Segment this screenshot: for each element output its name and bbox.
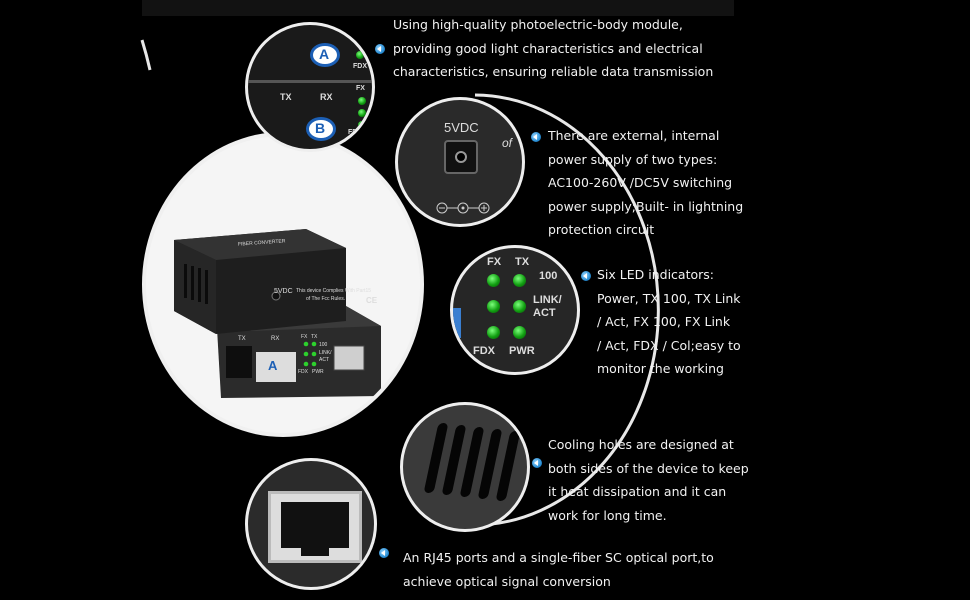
led-act-label: ACT: [533, 307, 556, 319]
bullet-module: [375, 44, 385, 54]
zoom-power-jack: 5VDC of: [395, 97, 525, 227]
badge-a-label: A: [319, 46, 330, 62]
module-led-3: [358, 109, 366, 117]
led-fdx: [487, 326, 500, 339]
module-fd-label: FD: [348, 129, 358, 136]
led-tx-label: TX: [515, 256, 530, 268]
main-product-circle: 5VDC This device Complies With Part15 of…: [142, 132, 424, 437]
led-pwr-label: PWR: [509, 345, 535, 357]
led-fdx-label: FDX: [473, 345, 495, 357]
feature-power-text: There are external, internal power suppl…: [548, 124, 743, 242]
feature-leds-line-2: Power, TX 100, TX Link: [597, 290, 741, 306]
device-tx-label: TX: [238, 336, 246, 342]
blue-edge: [453, 308, 461, 338]
feature-leds-line-3: / Act, FX 100, FX Link: [597, 314, 731, 329]
feature-module-line-1: Using high-quality photoelectric-body mo…: [393, 17, 683, 32]
power-of-label: of: [502, 136, 513, 150]
converter-device-illustration: [146, 136, 420, 433]
feature-module-line-2: providing good light characteristics and…: [393, 40, 703, 56]
feature-module-line-3: characteristics, ensuring reliable data …: [393, 64, 714, 79]
feature-cooling-line-1: Cooling holes are designed at: [548, 437, 734, 452]
badge-b-label: B: [315, 120, 326, 136]
module-led-1: [356, 51, 364, 59]
led-tx-link: [513, 300, 526, 313]
zoom-rj45-port: [245, 458, 377, 590]
device-fcc-text-2: of The Fcc Rules.: [306, 296, 346, 302]
device-link-label: LINK/: [319, 350, 332, 356]
led-pwr: [513, 326, 526, 339]
feature-power-line-4: power supply;Built- in lightning: [548, 198, 744, 214]
feature-leds-line-5: monitor the working: [597, 361, 724, 376]
led-fx-100: [487, 274, 500, 287]
rj45-frame: [268, 491, 362, 563]
device-tx-small-label: TX: [311, 334, 318, 340]
top-strip: [142, 0, 734, 16]
feature-cooling-line-4: work for long time.: [548, 507, 667, 523]
led-tx-100: [513, 274, 526, 287]
led-fx-link: [487, 300, 500, 313]
barrel-jack: [444, 140, 478, 174]
led-100-label: 100: [539, 270, 558, 282]
led-link-label: LINK/: [533, 294, 562, 306]
bullet-power: [531, 132, 541, 142]
device-power-label: 5VDC: [274, 288, 293, 295]
module-led-4: [358, 121, 366, 129]
device-100-label: 100: [319, 342, 328, 348]
feature-leds-line-1: Six LED indicators:: [597, 267, 714, 282]
zoom-optical-module: A B TX RX FDX FX FD: [245, 22, 375, 152]
feature-ports-line-2: achieve optical signal conversion: [403, 573, 611, 589]
power-5vdc-label: 5VDC: [444, 120, 479, 135]
device-ce-mark: CE: [366, 296, 378, 305]
feature-module-text: Using high-quality photoelectric-body mo…: [393, 13, 713, 84]
bullet-cooling: [532, 458, 542, 468]
badge-a: [310, 43, 340, 67]
device-fx-label: FX: [301, 334, 308, 340]
module-rx-label: RX: [320, 92, 333, 102]
device-rx-label: RX: [271, 336, 280, 342]
feature-cooling-line-3: it heat dissipation and it can: [548, 484, 727, 499]
zoom-cooling-holes: [400, 402, 530, 532]
module-divider: [248, 80, 372, 83]
bullet-ports: [379, 548, 389, 558]
device-act-label: ACT: [319, 357, 329, 363]
zoom-led-indicators: FX TX 100 LINK/ ACT FDX PWR: [450, 245, 580, 375]
feature-power-line-2: power supply of two types:: [548, 151, 718, 167]
bullet-leds: [581, 271, 591, 281]
led-fx-label: FX: [487, 256, 502, 268]
feature-cooling-text: Cooling holes are designed at both sides…: [548, 433, 749, 527]
device-fcc-text-1: This device Complies With Part15: [296, 288, 372, 294]
device-port-badge: A: [268, 358, 278, 373]
device-pwr-label: PWR: [312, 369, 324, 375]
feature-power-line-1: There are external, internal: [548, 128, 720, 143]
module-fdx-label: FDX: [353, 63, 367, 70]
module-tx-label: TX: [280, 92, 292, 102]
module-led-2: [358, 97, 366, 105]
module-fx-label: FX: [356, 85, 365, 92]
feature-power-line-3: AC100-260V /DC5V switching: [548, 175, 733, 190]
feature-ports-line-1: An RJ45 ports and a single-fiber SC opti…: [403, 550, 714, 565]
polarity-symbol: [436, 200, 496, 214]
feature-leds-text: Six LED indicators: Power, TX 100, TX Li…: [597, 263, 741, 381]
feature-power-line-5: protection circuit: [548, 222, 655, 237]
badge-b: [306, 117, 336, 141]
feature-leds-line-4: / Act, FDX / Col;easy to: [597, 337, 741, 353]
feature-cooling-line-2: both sides of the device to keep: [548, 460, 749, 476]
device-fdx-label: FDX: [298, 369, 308, 375]
feature-ports-text: An RJ45 ports and a single-fiber SC opti…: [403, 546, 714, 593]
